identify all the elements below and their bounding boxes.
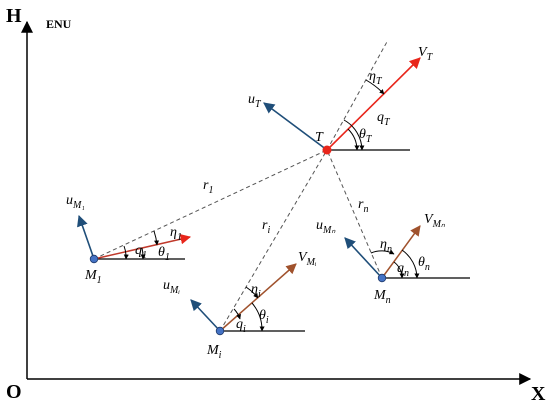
missile-m1: M1 uM₁ η1 q1 θ1 (66, 193, 192, 286)
target-label: T (315, 130, 324, 145)
target-eta-label: ηT (369, 69, 383, 87)
m1-label: M1 (84, 268, 102, 286)
mn-eta-label: ηn (380, 237, 392, 255)
target-normal-label: uT (248, 92, 262, 110)
mn-q-label: qn (397, 261, 409, 279)
mn-normal-label: uMₙ (316, 218, 336, 236)
target-q-arc (343, 119, 365, 151)
missile-mn: Mn uMₙ VMₙ ηn qn θn (316, 212, 470, 306)
origin-label: O (6, 381, 22, 403)
m1-eta-arc (153, 230, 160, 246)
mi-velocity-label: VMᵢ (298, 250, 317, 268)
mi-label: Mi (206, 343, 222, 361)
mn-normal-vector (344, 237, 383, 279)
m1-normal-label: uM₁ (66, 193, 85, 211)
mi-normal-vector (190, 299, 221, 332)
mi-theta-arc (251, 302, 265, 332)
mi-point (215, 326, 225, 336)
range-label-i: ri (262, 218, 270, 236)
frame-label: ENU (46, 17, 72, 31)
m1-eta-label: η1 (170, 225, 182, 243)
mi-normal-label: uMᵢ (163, 278, 180, 296)
target-theta-arc (347, 128, 360, 151)
mi-q-arc (233, 308, 241, 320)
mi-q-label: qi (236, 317, 246, 335)
mi-theta-label: θi (259, 308, 269, 326)
mn-velocity-vector (381, 225, 421, 279)
mn-theta-arc (401, 249, 420, 279)
los-mi-target (219, 149, 328, 332)
mn-theta-label: θn (418, 255, 430, 273)
mn-q-arc (393, 261, 405, 279)
m1-normal-vector (77, 214, 95, 260)
mn-velocity-label: VMₙ (424, 212, 446, 230)
mi-eta-label: ηi (251, 282, 261, 300)
h-axis-label: H (6, 5, 22, 27)
target-eta-arc (365, 79, 385, 95)
target-normal-vector (263, 102, 328, 151)
m1-q-label: q1 (135, 243, 147, 261)
target-velocity-vector (326, 57, 421, 151)
m1-point (89, 254, 99, 264)
m1-theta-label: θ1 (158, 245, 170, 263)
los-m1-target (93, 149, 328, 260)
target-theta-label: θT (359, 127, 373, 145)
mn-eta-arc (370, 249, 395, 255)
mn-label: Mn (373, 288, 391, 306)
target-point (322, 145, 332, 155)
range-label-n: rn (358, 197, 368, 215)
los-mn-target (326, 149, 383, 279)
range-label-1: r1 (203, 178, 213, 196)
mn-point (377, 273, 387, 283)
missile-mi: Mi uMᵢ VMᵢ ηi qi θi (163, 250, 317, 361)
m1-q-arc (123, 245, 129, 260)
m1-theta-arc (140, 247, 146, 260)
target-q-label: qT (377, 110, 391, 128)
mi-eta-arc (245, 286, 259, 299)
x-axis-label: X (531, 383, 546, 405)
target-velocity-label: VT (418, 45, 434, 63)
